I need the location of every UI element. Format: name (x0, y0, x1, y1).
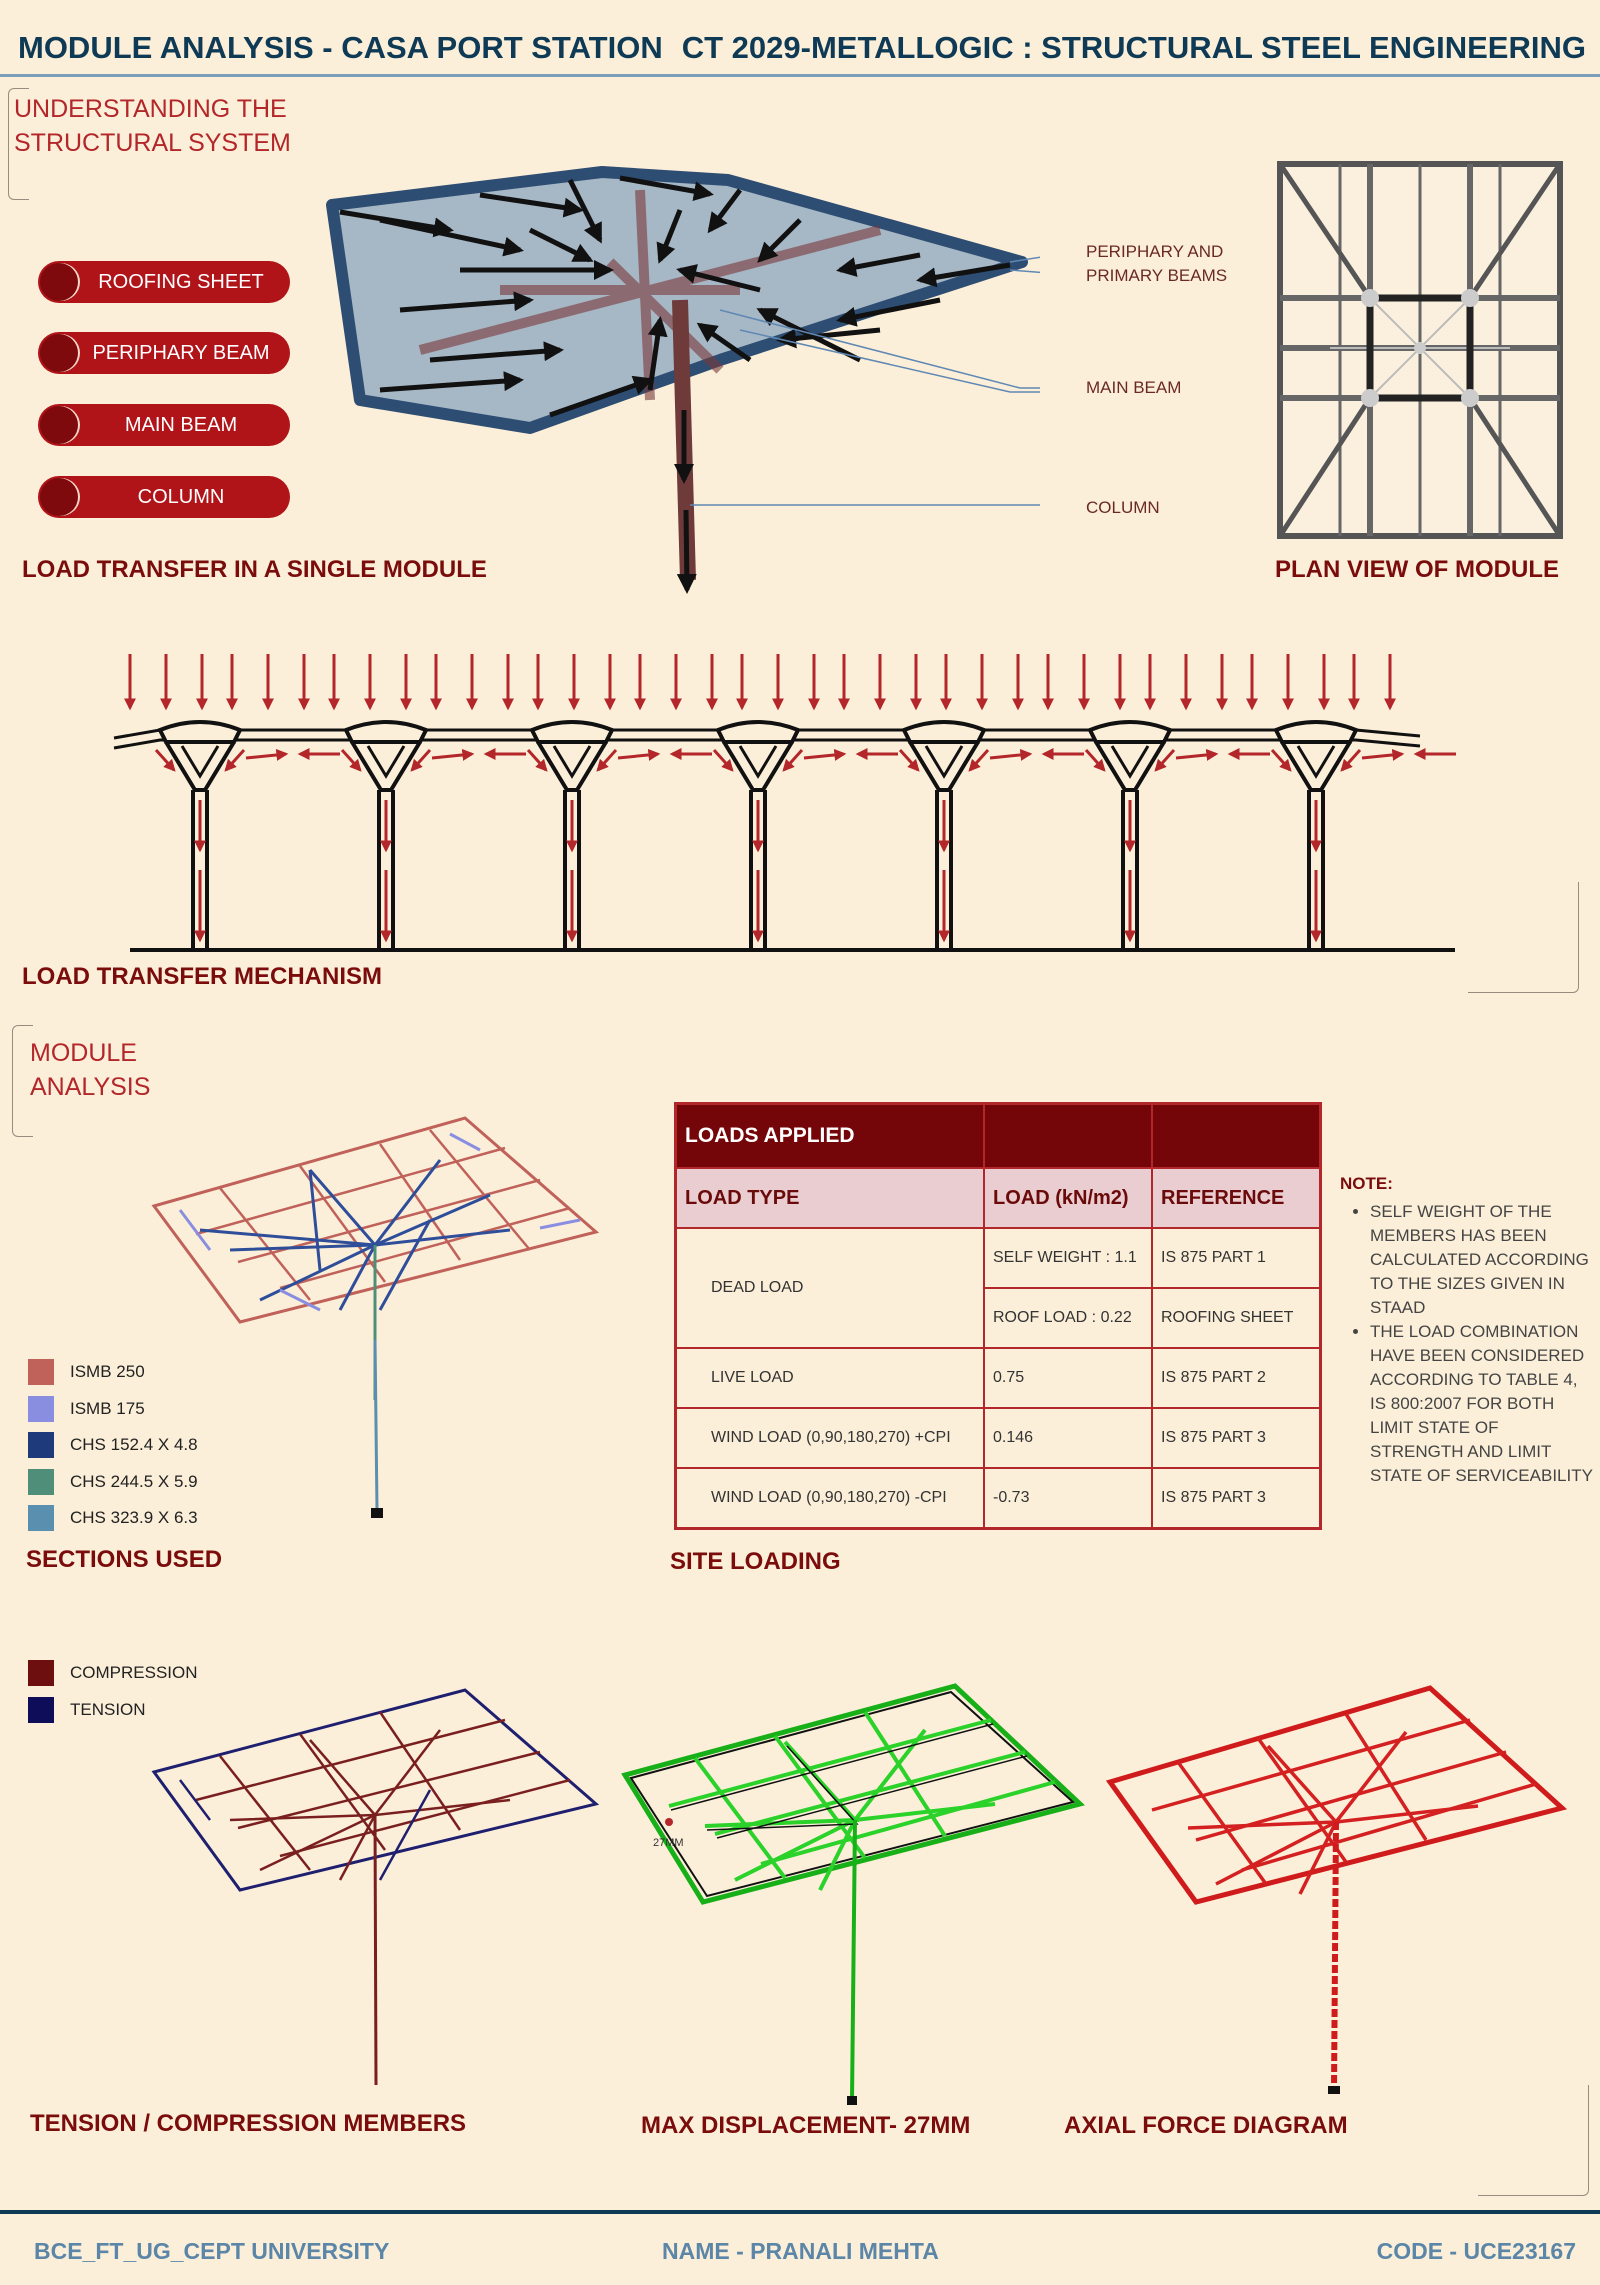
legend-label: CHS 152.4 X 4.8 (70, 1435, 198, 1454)
table-cell-self-weight: SELF WEIGHT : 1.1 (983, 1227, 1153, 1289)
table-head-loads-applied: LOADS APPLIED (674, 1102, 985, 1169)
table-cell-dead-load: DEAD LOAD (674, 1227, 985, 1349)
sections-used-model (151, 1116, 600, 1518)
corner-bracket (1478, 2085, 1589, 2196)
legend-item: ISMB 250 (28, 1359, 145, 1385)
label-periphery-2: PRIMARY BEAMS (1086, 266, 1228, 285)
legend-label: ISMB 175 (70, 1398, 145, 1418)
legend-item: CHS 323.9 X 6.3 (28, 1505, 198, 1531)
section-title-structural: UNDERSTANDING THE STRUCTURAL SYSTEM (14, 95, 291, 157)
legend-swatch (28, 1395, 54, 1422)
legend-item: ISMB 175 (28, 1395, 145, 1422)
caption-site-loading: SITE LOADING (670, 1548, 841, 1575)
canopy-unit (1270, 720, 1456, 950)
note-heading: NOTE: (1340, 1174, 1393, 1193)
table-row-wind-plus-type: WIND LOAD (0,90,180,270) +CPI (674, 1407, 985, 1469)
table-col-load: LOAD (kN/m2) (983, 1167, 1153, 1229)
canopy-unit (898, 720, 1084, 950)
table-row-wind-minus-type: WIND LOAD (0,90,180,270) -CPI (674, 1467, 985, 1530)
label-column: COLUMN (1086, 498, 1160, 517)
table-row-live-ref: IS 875 PART 2 (1151, 1347, 1322, 1409)
footer-rule (0, 2210, 1600, 2214)
legend-label: CHS 244.5 X 5.9 (70, 1471, 198, 1491)
max-displacement-model: 27MM (621, 1683, 1085, 2105)
table-row-wind-minus-ref: IS 875 PART 3 (1151, 1467, 1322, 1530)
legend-swatch (28, 1697, 54, 1723)
load-transfer-mechanism-diagram (113, 654, 1456, 952)
section-bracket (8, 88, 29, 200)
plan-view-diagram (1277, 161, 1563, 539)
table-cell-roof-load: ROOF LOAD : 0.22 (983, 1287, 1153, 1349)
corner-bracket (1468, 882, 1579, 993)
caption-load-transfer-mechanism: LOAD TRANSFER MECHANISM (22, 963, 382, 990)
table-cell-roof-load-ref: ROOFING SHEET (1151, 1287, 1322, 1349)
label-main-beam: MAIN BEAM (1086, 378, 1182, 397)
footer-code: CODE - UCE23167 (1376, 2238, 1576, 2264)
legend-item: TENSION (28, 1697, 146, 1723)
legend-label: COMPRESSION (70, 1663, 198, 1682)
table-row-wind-plus-load: 0.146 (983, 1407, 1153, 1469)
tension-compression-model (151, 1688, 600, 2086)
header-left-title: MODULE ANALYSIS - CASA PORT STATION (18, 30, 663, 65)
note-item: SELF WEIGHT OF THE MEMBERS HAS BEEN CALC… (1370, 1200, 1595, 1320)
legend-swatch (28, 1505, 54, 1531)
legend-swatch (28, 1468, 54, 1495)
legend-label: CHS 323.9 X 6.3 (70, 1508, 198, 1527)
legend-label: ISMB 250 (70, 1362, 145, 1381)
caption-tension-compression: TENSION / COMPRESSION MEMBERS (30, 2110, 467, 2137)
pill-roofing-sheet: ROOFING SHEET (38, 261, 290, 303)
legend-swatch (28, 1432, 54, 1458)
table-col-load-type: LOAD TYPE (674, 1167, 985, 1229)
legend-swatch (28, 1660, 54, 1686)
pill-column: COLUMN (38, 476, 290, 518)
caption-sections-used: SECTIONS USED (26, 1546, 223, 1573)
section-bracket-analysis (12, 1025, 33, 1137)
legend-item: COMPRESSION (28, 1660, 198, 1686)
caption-axial-force: AXIAL FORCE DIAGRAM (1064, 2112, 1348, 2139)
header-rule (0, 74, 1600, 77)
legend-swatch (28, 1359, 54, 1385)
legend-item: CHS 244.5 X 5.9 (28, 1468, 198, 1495)
canopy-unit (340, 720, 526, 950)
table-row-wind-plus-ref: IS 875 PART 3 (1151, 1407, 1322, 1469)
table-col-reference: REFERENCE (1151, 1167, 1322, 1229)
header-right-title: CT 2029-METALLOGIC : STRUCTURAL STEEL EN… (681, 30, 1586, 65)
caption-max-displacement: MAX DISPLACEMENT- 27MM (641, 2112, 971, 2139)
table-row-live-load: 0.75 (983, 1347, 1153, 1409)
pill-periphery-beam: PERIPHARY BEAM (38, 332, 290, 374)
table-row-live-type: LIVE LOAD (674, 1347, 985, 1409)
footer-name: NAME - PRANALI MEHTA (662, 2238, 939, 2264)
canopy-unit (712, 720, 898, 950)
legend-item: CHS 152.4 X 4.8 (28, 1432, 198, 1458)
section-title-module-analysis: MODULE ANALYSIS (30, 1039, 151, 1101)
canopy-unit (154, 720, 340, 950)
caption-load-transfer-single: LOAD TRANSFER IN A SINGLE MODULE (22, 556, 487, 583)
displacement-tag: 27MM (653, 1837, 684, 1849)
pill-main-beam: MAIN BEAM (38, 404, 290, 446)
caption-plan-view: PLAN VIEW OF MODULE (1275, 556, 1559, 583)
label-periphery-1: PERIPHARY AND (1086, 242, 1224, 261)
legend-label: TENSION (70, 1700, 146, 1719)
canopy-unit (526, 720, 712, 950)
single-module-isometric (326, 166, 1040, 594)
table-row-wind-minus-load: -0.73 (983, 1467, 1153, 1530)
note-box: NOTE: SELF WEIGHT OF THE MEMBERS HAS BEE… (1340, 1172, 1595, 1488)
canopy-unit (1084, 720, 1270, 950)
note-item: THE LOAD COMBINATION HAVE BEEN CONSIDERE… (1370, 1320, 1595, 1488)
axial-force-model (1105, 1685, 1568, 2094)
footer-university: BCE_FT_UG_CEPT UNIVERSITY (34, 2238, 390, 2264)
table-cell-self-weight-ref: IS 875 PART 1 (1151, 1227, 1322, 1289)
loads-table: LOADS APPLIED LOAD TYPE LOAD (kN/m2) REF… (674, 1102, 1322, 1530)
